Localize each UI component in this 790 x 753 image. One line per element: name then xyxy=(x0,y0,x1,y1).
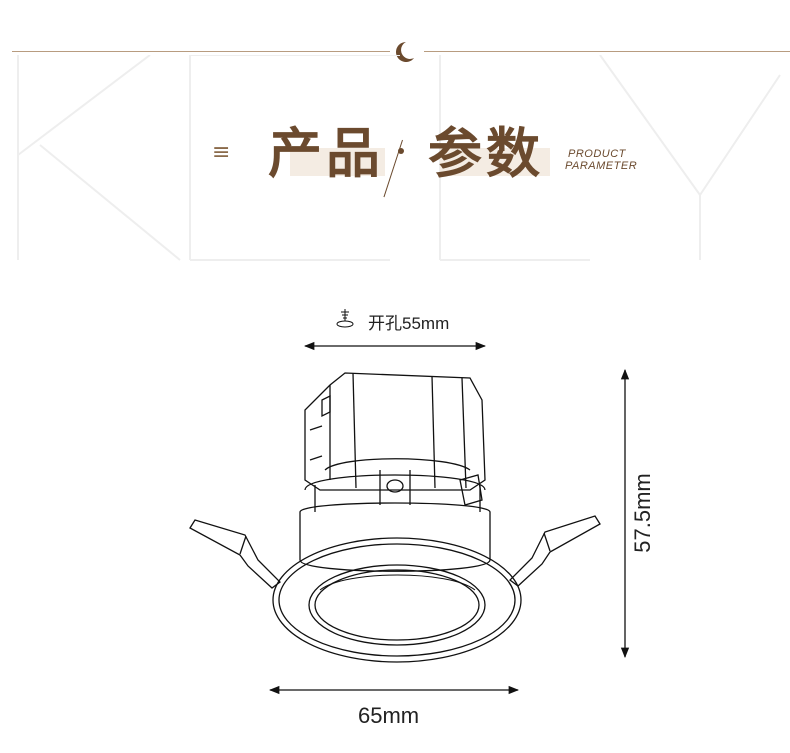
title-separator-dot xyxy=(398,148,404,154)
top-divider-right xyxy=(424,51,790,52)
menu-lines-icon: ≡ xyxy=(212,140,231,165)
title-left: 产品 xyxy=(268,121,384,185)
height-label: 57.5mm xyxy=(630,473,655,553)
subtitle-line1: PRODUCT xyxy=(568,148,626,160)
crescent-moon-icon xyxy=(396,42,414,62)
watermark-background xyxy=(17,55,781,261)
title-right: 参数 xyxy=(428,121,544,185)
top-divider-left xyxy=(12,51,390,52)
hole-size-label: 开孔55mm xyxy=(368,314,450,333)
title-highlight-right xyxy=(440,148,550,176)
drill-hole-icon xyxy=(336,309,354,328)
width-label: 65mm xyxy=(358,703,420,728)
title-highlight-left xyxy=(290,148,385,176)
subtitle-line2: PARAMETER xyxy=(565,160,638,172)
